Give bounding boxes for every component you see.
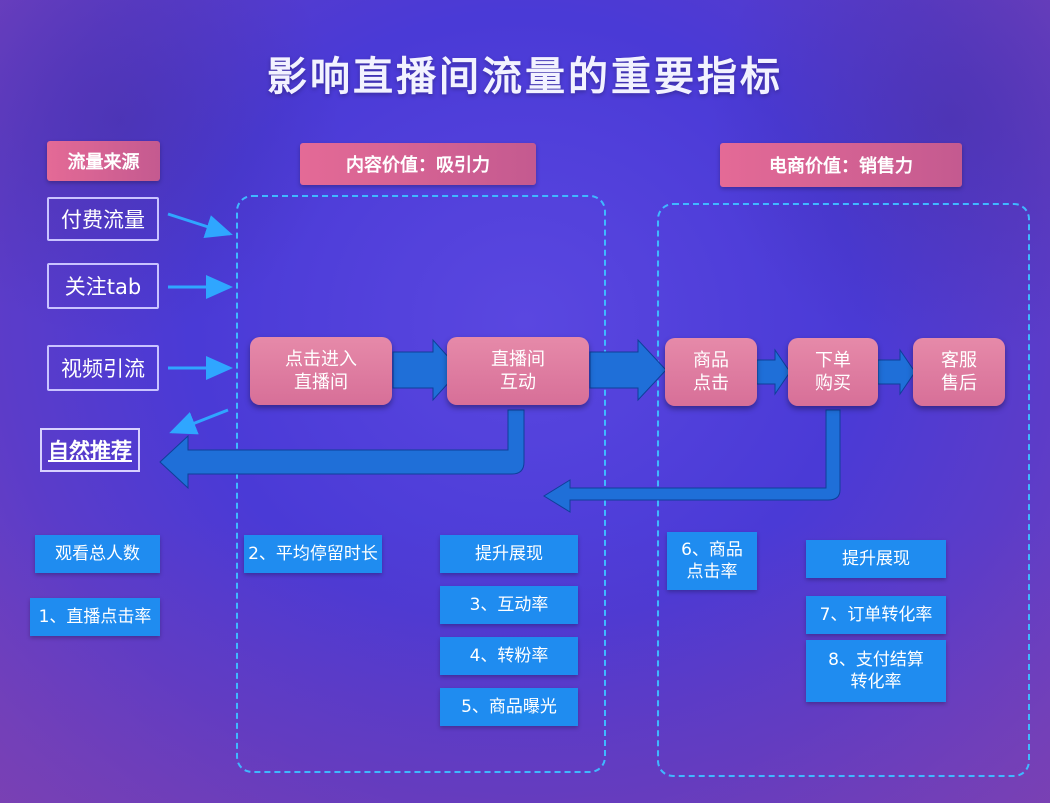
- header-content-value: 内容价值：吸引力: [300, 143, 536, 185]
- metric-avg-stay: 2、平均停留时长: [244, 535, 382, 573]
- header-ecommerce-value: 电商价值：销售力: [720, 143, 962, 187]
- page-title: 影响直播间流量的重要指标: [267, 54, 783, 100]
- content-value-region: [236, 195, 606, 773]
- metric-interaction-rate: 3、互动率: [440, 586, 578, 624]
- arrow-order-to-content: [543, 409, 841, 513]
- metric-boost-ecom: 提升展现: [806, 540, 946, 578]
- arrow-product-to-order: [756, 348, 791, 396]
- arrow-paid-traffic: [167, 212, 233, 239]
- metric-product-ctr: 6、商品 点击率: [667, 532, 757, 590]
- arrow-to-natural: [169, 408, 229, 435]
- source-follow-tab: 关注tab: [47, 263, 159, 309]
- source-video-traffic: 视频引流: [47, 345, 159, 391]
- metric-live-ctr: 1、直播点击率: [30, 598, 160, 636]
- step-live-interaction: 直播间 互动: [447, 337, 589, 405]
- step-order-purchase: 下单 购买: [788, 338, 878, 406]
- metric-order-conversion: 7、订单转化率: [806, 596, 946, 634]
- step-after-sales: 客服 售后: [913, 338, 1005, 406]
- arrow-order-to-aftersales: [877, 348, 916, 396]
- source-paid-traffic: 付费流量: [47, 197, 159, 241]
- metric-boost-content: 提升展现: [440, 535, 578, 573]
- header-traffic-source: 流量来源: [47, 141, 160, 181]
- step-click-enter-live: 点击进入 直播间: [250, 337, 392, 405]
- metric-total-viewers: 观看总人数: [35, 535, 160, 573]
- metric-follow-rate: 4、转粉率: [440, 637, 578, 675]
- arrow-enter-to-interaction: [392, 338, 461, 402]
- arrow-interaction-to-natural: [159, 409, 525, 490]
- arrow-interaction-to-product: [589, 338, 667, 402]
- step-product-click: 商品 点击: [665, 338, 757, 406]
- source-natural-recommend: 自然推荐: [40, 428, 140, 472]
- metric-product-exposure: 5、商品曝光: [440, 688, 578, 726]
- metric-payment-conversion: 8、支付结算 转化率: [806, 640, 946, 702]
